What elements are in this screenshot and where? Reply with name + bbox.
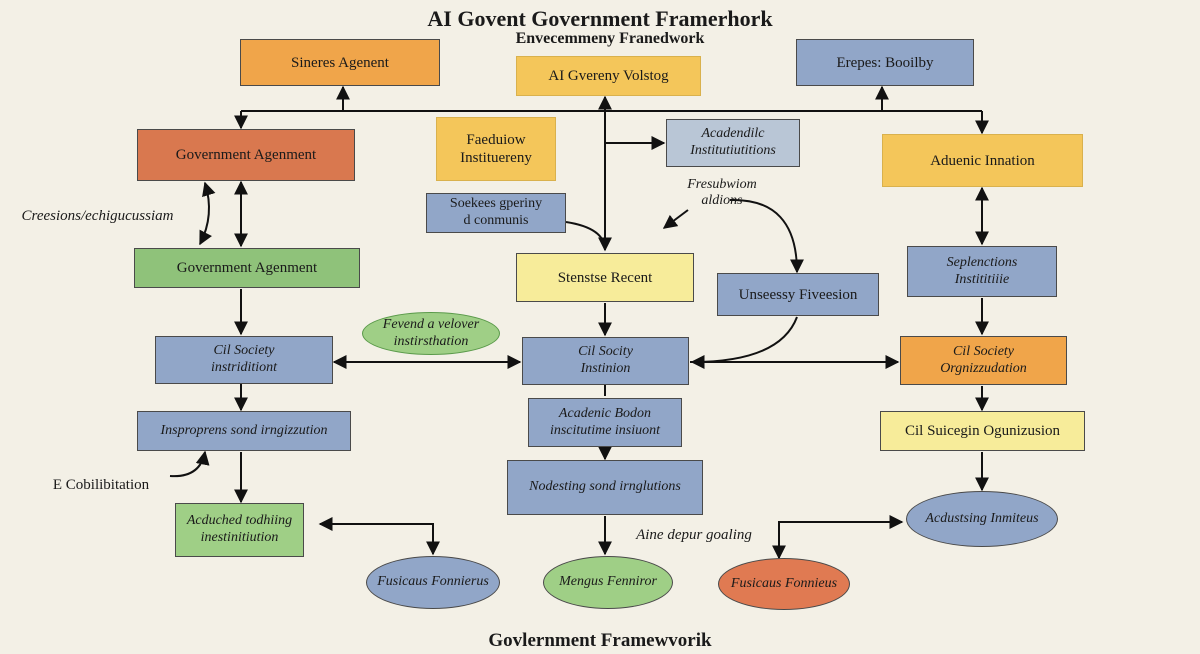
node-mengus: Mengus Fenniror bbox=[543, 556, 673, 609]
node-fusicaus-right: Fusicaus Fonnieus bbox=[718, 558, 850, 610]
node-fevend-ellipse: Fevend a velover instirsthation bbox=[362, 312, 500, 355]
diagram-subtitle: Envecemmeny Franedwork bbox=[515, 30, 705, 47]
node-sineres-agenent: Sineres Agenent bbox=[240, 39, 440, 86]
label-creesions: Creesions/echigucussiam bbox=[21, 208, 174, 224]
label-aine-depur: Aine depur goaling bbox=[636, 527, 752, 543]
node-unseessy: Unseessy Fiveesion bbox=[717, 273, 879, 316]
node-gov-agenment-2: Government Agenment bbox=[134, 248, 360, 288]
node-cil-society-right: Cil Society Orgnizzudation bbox=[900, 336, 1067, 385]
node-cil-suiceign: Cil Suicegin Ogunizusion bbox=[880, 411, 1085, 451]
node-acdustsing: Acdustsing Inmiteus bbox=[906, 491, 1058, 547]
connector-sockees-to-spine bbox=[565, 221, 612, 252]
connector-ecobilibitation-hook bbox=[169, 450, 210, 478]
node-adueniic: Aduenic Innation bbox=[882, 134, 1083, 187]
connector-fresubviom-pointer bbox=[662, 209, 689, 229]
node-stenstse: Stenstse Recent bbox=[516, 253, 694, 302]
node-cil-society-mid: Cil Socity Instinion bbox=[522, 337, 689, 385]
node-seplenctions: Seplenctions Instititiiie bbox=[907, 246, 1057, 297]
node-faeduiow: Faeduiow Instituereny bbox=[436, 117, 556, 181]
node-nodesting: Nodesting sond irnglutions bbox=[507, 460, 703, 515]
connector-fresubviom-curve bbox=[729, 198, 804, 274]
node-insproprea: Insproprens sond irngizzution bbox=[137, 411, 351, 451]
node-sockees: Soekees gperiny d conmunis bbox=[426, 193, 566, 233]
diagram-footer: Govlernment Framewvorik bbox=[488, 630, 712, 651]
node-acduched: Acduched todhiing inestinitiution bbox=[175, 503, 304, 557]
label-fresubviom: Fresubwiom aldions bbox=[687, 177, 757, 209]
node-erepes-booilby: Erepes: Booilby bbox=[796, 39, 974, 86]
node-ai-goverenv: AI Gvereny Volstog bbox=[516, 56, 701, 96]
node-fusicaus-left: Fusicaus Fonnierus bbox=[366, 556, 500, 609]
diagram-title: AI Govent Government Framerhork bbox=[427, 6, 773, 31]
node-gov-agenment-1: Government Agenment bbox=[137, 129, 355, 181]
connector-creesions-curve bbox=[199, 181, 216, 246]
connector-acduched-to-fusicaus bbox=[318, 517, 440, 556]
connector-unseessy-to-mid bbox=[690, 316, 798, 369]
node-academic-inst: Acadendilc Institutiutitions bbox=[666, 119, 800, 167]
label-e-cobilibitation: E Cobilibitation bbox=[52, 477, 150, 493]
connector-fusicaus-to-acdustsing bbox=[772, 515, 904, 560]
node-academic-bodon: Acadenic Bodon inscitutime insiuont bbox=[528, 398, 682, 447]
node-cil-society-left: Cil Society instriditiont bbox=[155, 336, 333, 384]
